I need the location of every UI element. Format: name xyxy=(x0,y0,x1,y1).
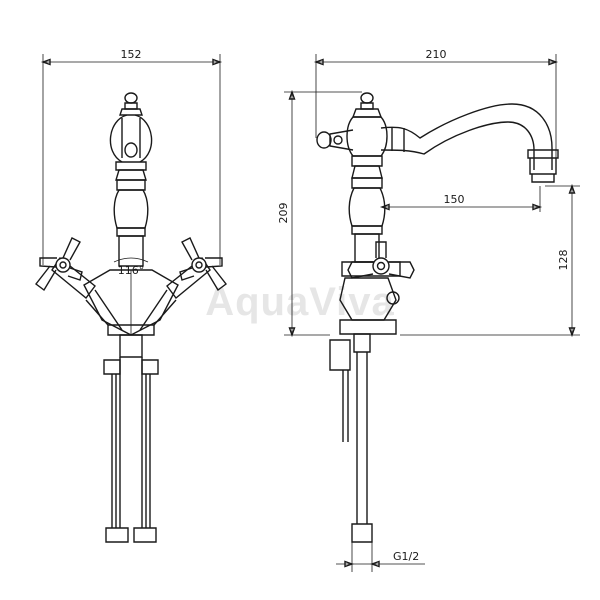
side-handle xyxy=(339,241,415,335)
front-view: 152 116° xyxy=(35,48,227,543)
side-height-label: 209 xyxy=(277,203,290,224)
front-body xyxy=(113,161,149,267)
side-rear-knob xyxy=(316,129,354,151)
side-spout xyxy=(380,103,559,183)
side-body xyxy=(346,92,388,263)
side-spout-label: 150 xyxy=(444,193,465,206)
side-reach-label: 210 xyxy=(426,48,447,61)
side-spout-height-dimension: 128 xyxy=(400,183,580,338)
watermark: AquaViva xyxy=(205,280,395,324)
side-thread-label: G1/2 xyxy=(393,550,419,563)
side-supply-pipes xyxy=(329,333,373,543)
front-right-handle xyxy=(166,237,227,300)
front-left-handle xyxy=(35,237,96,300)
front-supply-pipes xyxy=(103,334,159,543)
side-spout-dimension: 150 xyxy=(379,186,543,212)
front-width-label: 152 xyxy=(121,48,142,61)
side-view: 210 209 128 150 xyxy=(277,48,580,572)
side-thread-dimension: G1/2 xyxy=(336,542,425,572)
side-spout-height-label: 128 xyxy=(557,250,570,271)
front-finial xyxy=(109,92,153,163)
front-width-dimension: 152 xyxy=(40,48,223,265)
side-reach-dimension: 210 xyxy=(313,48,559,170)
side-height-dimension: 209 xyxy=(277,89,362,338)
front-valve-body xyxy=(83,269,179,336)
